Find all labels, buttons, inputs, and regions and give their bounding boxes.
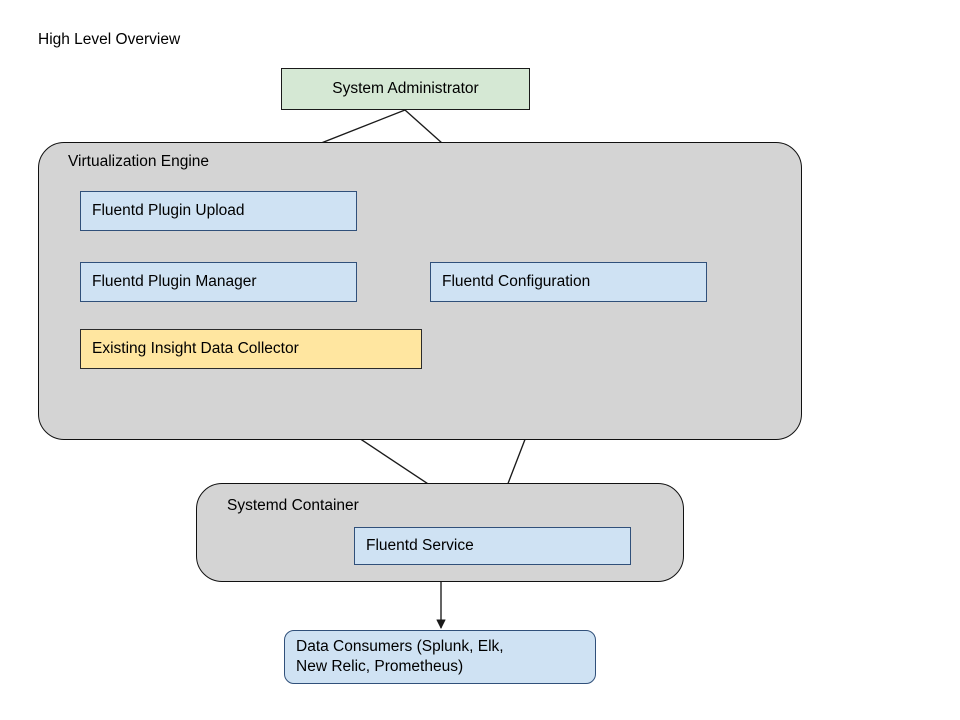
node-label-fluentd-service: Fluentd Service: [366, 536, 474, 554]
node-existing-insight-data-collector[interactable]: Existing Insight Data Collector: [80, 329, 422, 369]
node-label-fluentd-configuration: Fluentd Configuration: [442, 272, 591, 290]
node-label-system-administrator: System Administrator: [332, 79, 479, 97]
group-label-systemd-container: Systemd Container: [227, 497, 359, 514]
node-fluentd-configuration[interactable]: Fluentd Configuration: [430, 262, 707, 302]
group-label-virtualization-engine: Virtualization Engine: [68, 153, 210, 170]
node-label-fluentd-plugin-manager: Fluentd Plugin Manager: [92, 272, 257, 290]
node-fluentd-plugin-upload[interactable]: Fluentd Plugin Upload: [80, 191, 357, 231]
page-title: High Level Overview: [38, 31, 181, 48]
node-data-consumers[interactable]: Data Consumers (Splunk, Elk, New Relic, …: [284, 630, 596, 684]
node-system-administrator[interactable]: System Administrator: [281, 68, 530, 110]
node-fluentd-service[interactable]: Fluentd Service: [354, 527, 631, 565]
node-fluentd-plugin-manager[interactable]: Fluentd Plugin Manager: [80, 262, 357, 302]
node-label-fluentd-plugin-upload: Fluentd Plugin Upload: [92, 201, 245, 219]
node-label-data-consumers: Data Consumers (Splunk, Elk, New Relic, …: [296, 637, 504, 675]
node-label-existing-insight-data-collector: Existing Insight Data Collector: [92, 339, 299, 357]
